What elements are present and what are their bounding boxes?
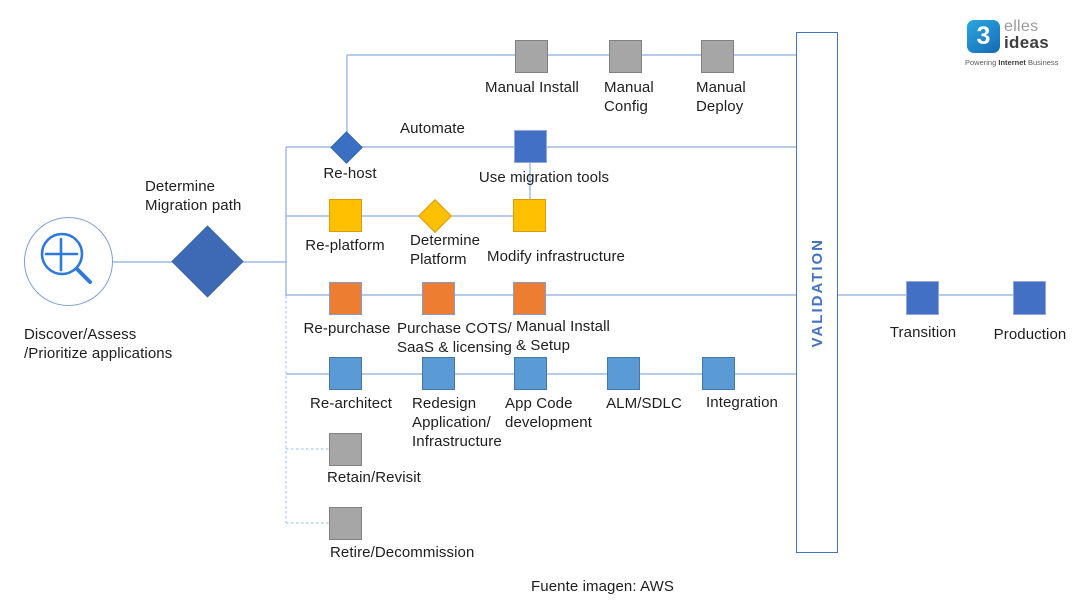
automate-label: Automate [400,120,466,137]
manual-install-setup-label: Manual Install & Setup [516,318,610,355]
transition-label: Transition [889,324,957,341]
integration-node [702,357,735,390]
app-code-label: App Code development [505,395,592,432]
decision-label: Determine Migration path [145,178,242,215]
app-code-node [514,357,547,390]
validation-label: VALIDATION [808,237,826,348]
rearchitect-label: Re-architect [309,395,393,412]
purchase-cots-node [422,282,455,315]
start-label: Discover/Assess /Prioritize applications [24,326,173,363]
rearchitect-node [329,357,362,390]
alm-sdlc-node [607,357,640,390]
manual-deploy-node [701,40,734,73]
purchase-cots-label: Purchase COTS/ SaaS & licensing [397,320,513,357]
discover-assess-node [24,217,113,306]
redesign-label: Redesign Application/ Infrastructure [412,395,502,451]
retire-node [329,507,362,540]
manual-config-label: Manual Config [604,79,654,116]
magnifier-icon [40,232,92,284]
rehost-label: Re-host [323,165,377,182]
logo-badge-icon: 3 [967,20,1000,53]
validation-gate: VALIDATION [796,32,838,553]
retain-label: Retain/Revisit [327,469,421,486]
alm-sdlc-label: ALM/SDLC [606,395,682,412]
manual-install-label: Manual Install [485,79,579,96]
retain-node [329,433,362,466]
retire-label: Retire/Decommission [330,544,475,561]
source-caption: Fuente imagen: AWS [531,578,674,595]
logo-word-elles: elles [1004,18,1039,35]
manual-config-node [609,40,642,73]
modify-infrastructure-node [513,199,546,232]
logo-word-ideas: ideas [1004,33,1049,52]
use-migration-tools-label: Use migration tools [478,169,610,186]
repurchase-label: Re-purchase [303,320,391,337]
transition-node [906,281,939,315]
integration-label: Integration [706,394,778,411]
manual-deploy-label: Manual Deploy [696,79,746,116]
manual-install-node [515,40,548,73]
replatform-label: Re-platform [305,237,385,254]
manual-install-setup-node [513,282,546,315]
production-node [1013,281,1046,315]
modify-infrastructure-label: Modify infrastructure [487,248,625,265]
replatform-node [329,199,362,232]
determine-platform-label: Determine Platform [410,232,481,269]
repurchase-node [329,282,362,315]
logo-tagline: Powering Internet Business [965,58,1059,67]
redesign-node [422,357,455,390]
production-label: Production [993,326,1067,343]
use-migration-tools-node [514,130,547,163]
